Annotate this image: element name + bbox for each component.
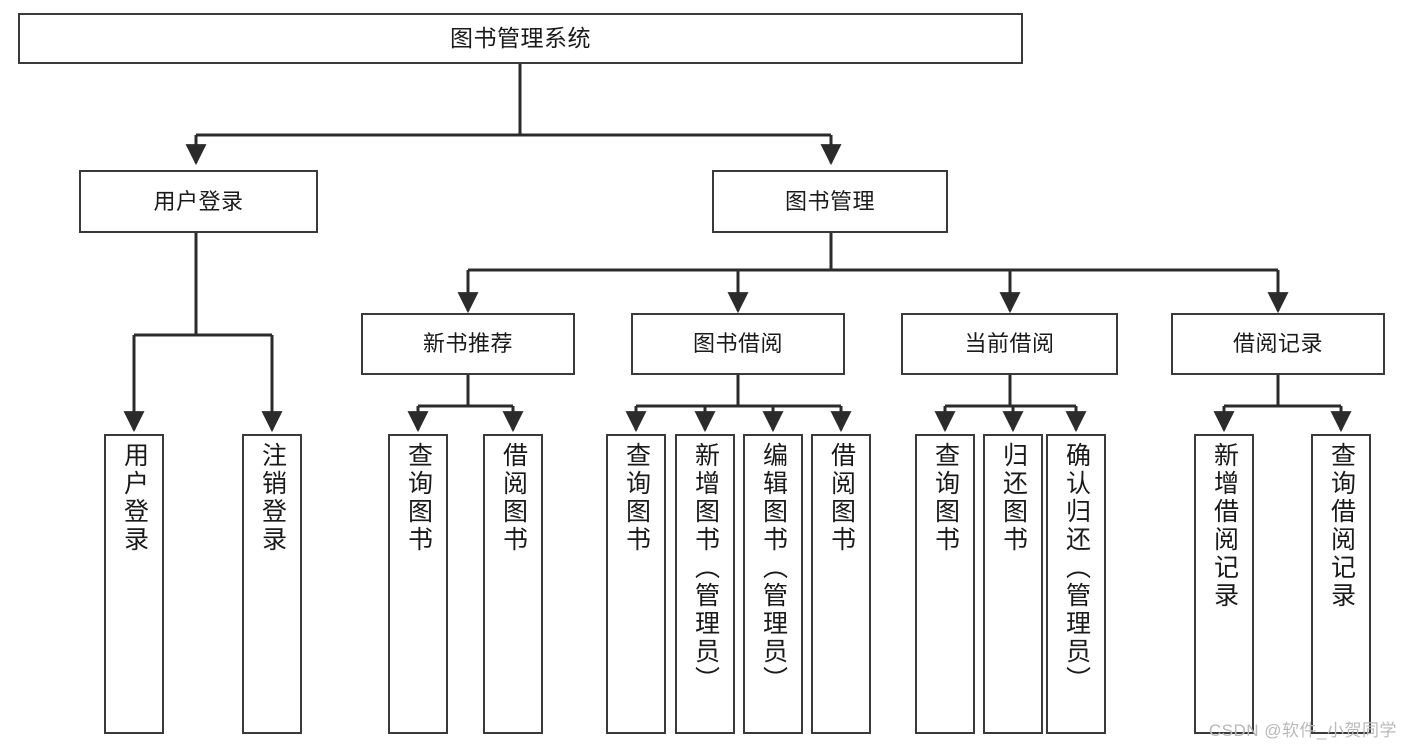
leaf-current-confirm-return-admin[interactable]: 确认归还（管理员） (1046, 434, 1106, 734)
leaf-current-query-book[interactable]: 查询图书 (915, 434, 975, 734)
node-borrow-record[interactable]: 借阅记录 (1171, 313, 1385, 375)
node-current-borrow[interactable]: 当前借阅 (901, 313, 1118, 375)
node-label: 查询图书 (931, 442, 960, 554)
node-new-book-recommend[interactable]: 新书推荐 (361, 313, 575, 375)
leaf-borrow-query-book[interactable]: 查询图书 (606, 434, 666, 734)
node-label: 新增图书（管理员） (691, 442, 720, 694)
leaf-current-return-book[interactable]: 归还图书 (983, 434, 1043, 734)
node-label: 图书借阅 (692, 331, 783, 357)
node-label: 新书推荐 (422, 331, 513, 357)
node-user-login[interactable]: 用户登录 (79, 170, 318, 233)
node-label: 归还图书 (999, 442, 1028, 554)
node-label: 确认归还（管理员） (1062, 442, 1091, 694)
node-root-system[interactable]: 图书管理系统 (18, 13, 1023, 64)
node-label: 借阅图书 (827, 442, 856, 554)
node-book-borrow[interactable]: 图书借阅 (631, 313, 845, 375)
leaf-newbook-query-book[interactable]: 查询图书 (388, 434, 448, 734)
node-label: 用户登录 (153, 188, 244, 214)
leaf-user-login[interactable]: 用户登录 (104, 434, 164, 734)
node-book-management[interactable]: 图书管理 (712, 170, 948, 233)
leaf-borrow-borrow-book[interactable]: 借阅图书 (811, 434, 871, 734)
leaf-user-logout[interactable]: 注销登录 (242, 434, 302, 734)
leaf-borrow-add-book-admin[interactable]: 新增图书（管理员） (675, 434, 735, 734)
leaf-borrow-edit-book-admin[interactable]: 编辑图书（管理员） (743, 434, 803, 734)
watermark: CSDN @软件_小贺同学 (1208, 721, 1397, 740)
node-label: 用户登录 (120, 442, 149, 554)
node-label: 借阅记录 (1232, 331, 1323, 357)
node-label: 借阅图书 (499, 442, 528, 554)
node-label: 注销登录 (258, 442, 287, 554)
leaf-record-add-record[interactable]: 新增借阅记录 (1194, 434, 1254, 734)
node-label: 图书管理系统 (450, 24, 591, 51)
node-label: 编辑图书（管理员） (759, 442, 788, 694)
node-label: 当前借阅 (964, 331, 1055, 357)
node-label: 新增借阅记录 (1210, 442, 1239, 610)
leaf-record-query-record[interactable]: 查询借阅记录 (1311, 434, 1371, 734)
leaf-newbook-borrow-book[interactable]: 借阅图书 (483, 434, 543, 734)
node-label: 查询借阅记录 (1327, 442, 1356, 610)
node-label: 图书管理 (784, 188, 875, 214)
node-label: 查询图书 (622, 442, 651, 554)
node-label: 查询图书 (404, 442, 433, 554)
